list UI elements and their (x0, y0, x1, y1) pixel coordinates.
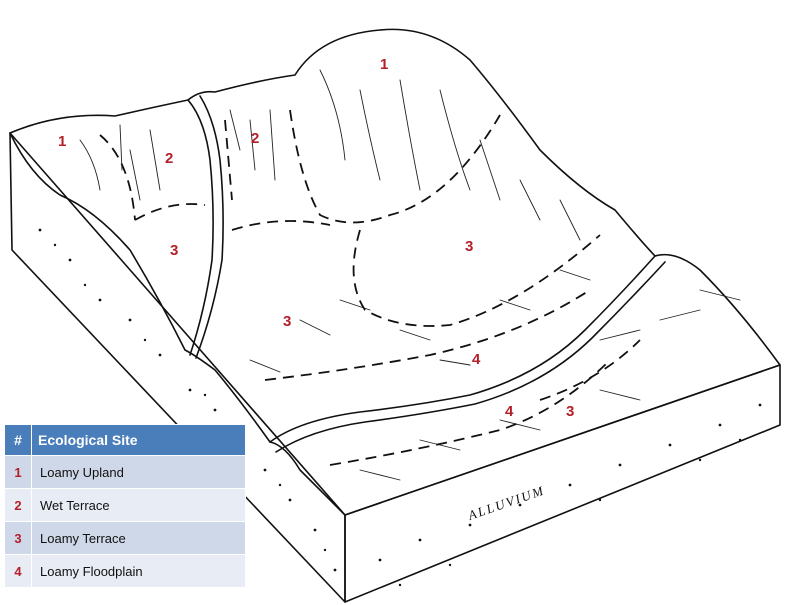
legend-row: 2 Wet Terrace (4, 488, 246, 522)
tributary-channel-bank (195, 95, 224, 359)
legend-row-number: 1 (4, 455, 32, 489)
main-channel-bank (275, 261, 666, 453)
legend-header-row: # Ecological Site (4, 424, 246, 456)
site-label-3-right: 3 (465, 238, 473, 255)
alluvium-stipple (38, 228, 762, 587)
legend-row-name: Wet Terrace (31, 488, 246, 522)
legend-row-name: Loamy Terrace (31, 521, 246, 555)
site-label-1-top: 1 (380, 56, 388, 73)
legend-row: 3 Loamy Terrace (4, 521, 246, 555)
ecological-site-legend: # Ecological Site 1 Loamy Upland 2 Wet T… (4, 424, 246, 588)
site-boundaries (99, 109, 641, 466)
terrain-surface (9, 28, 781, 516)
site-label-2-center: 2 (251, 130, 259, 147)
slope-hatching (79, 69, 741, 481)
site-label-1-left: 1 (58, 133, 66, 150)
legend-row-number: 4 (4, 554, 32, 588)
legend-row: 4 Loamy Floodplain (4, 554, 246, 588)
site-label-4-lower: 4 (505, 403, 514, 420)
alluvium-label: ALLUVIUM (465, 483, 547, 524)
tributary-channel (187, 99, 214, 356)
legend-row-name: Loamy Upland (31, 455, 246, 489)
site-label-4-upper: 4 (472, 351, 481, 368)
site-label-3-left: 3 (170, 242, 178, 259)
legend-row: 1 Loamy Upland (4, 455, 246, 489)
legend-header-title: Ecological Site (31, 424, 246, 456)
legend-row-number: 2 (4, 488, 32, 522)
legend-header-number: # (4, 424, 32, 456)
block-right-face (344, 364, 781, 603)
legend-row-name: Loamy Floodplain (31, 554, 246, 588)
legend-row-number: 3 (4, 521, 32, 555)
main-channel (269, 255, 656, 443)
site-label-3-center: 3 (283, 313, 291, 330)
site-label-3-lower: 3 (566, 403, 574, 420)
site-label-2-left: 2 (165, 150, 173, 167)
